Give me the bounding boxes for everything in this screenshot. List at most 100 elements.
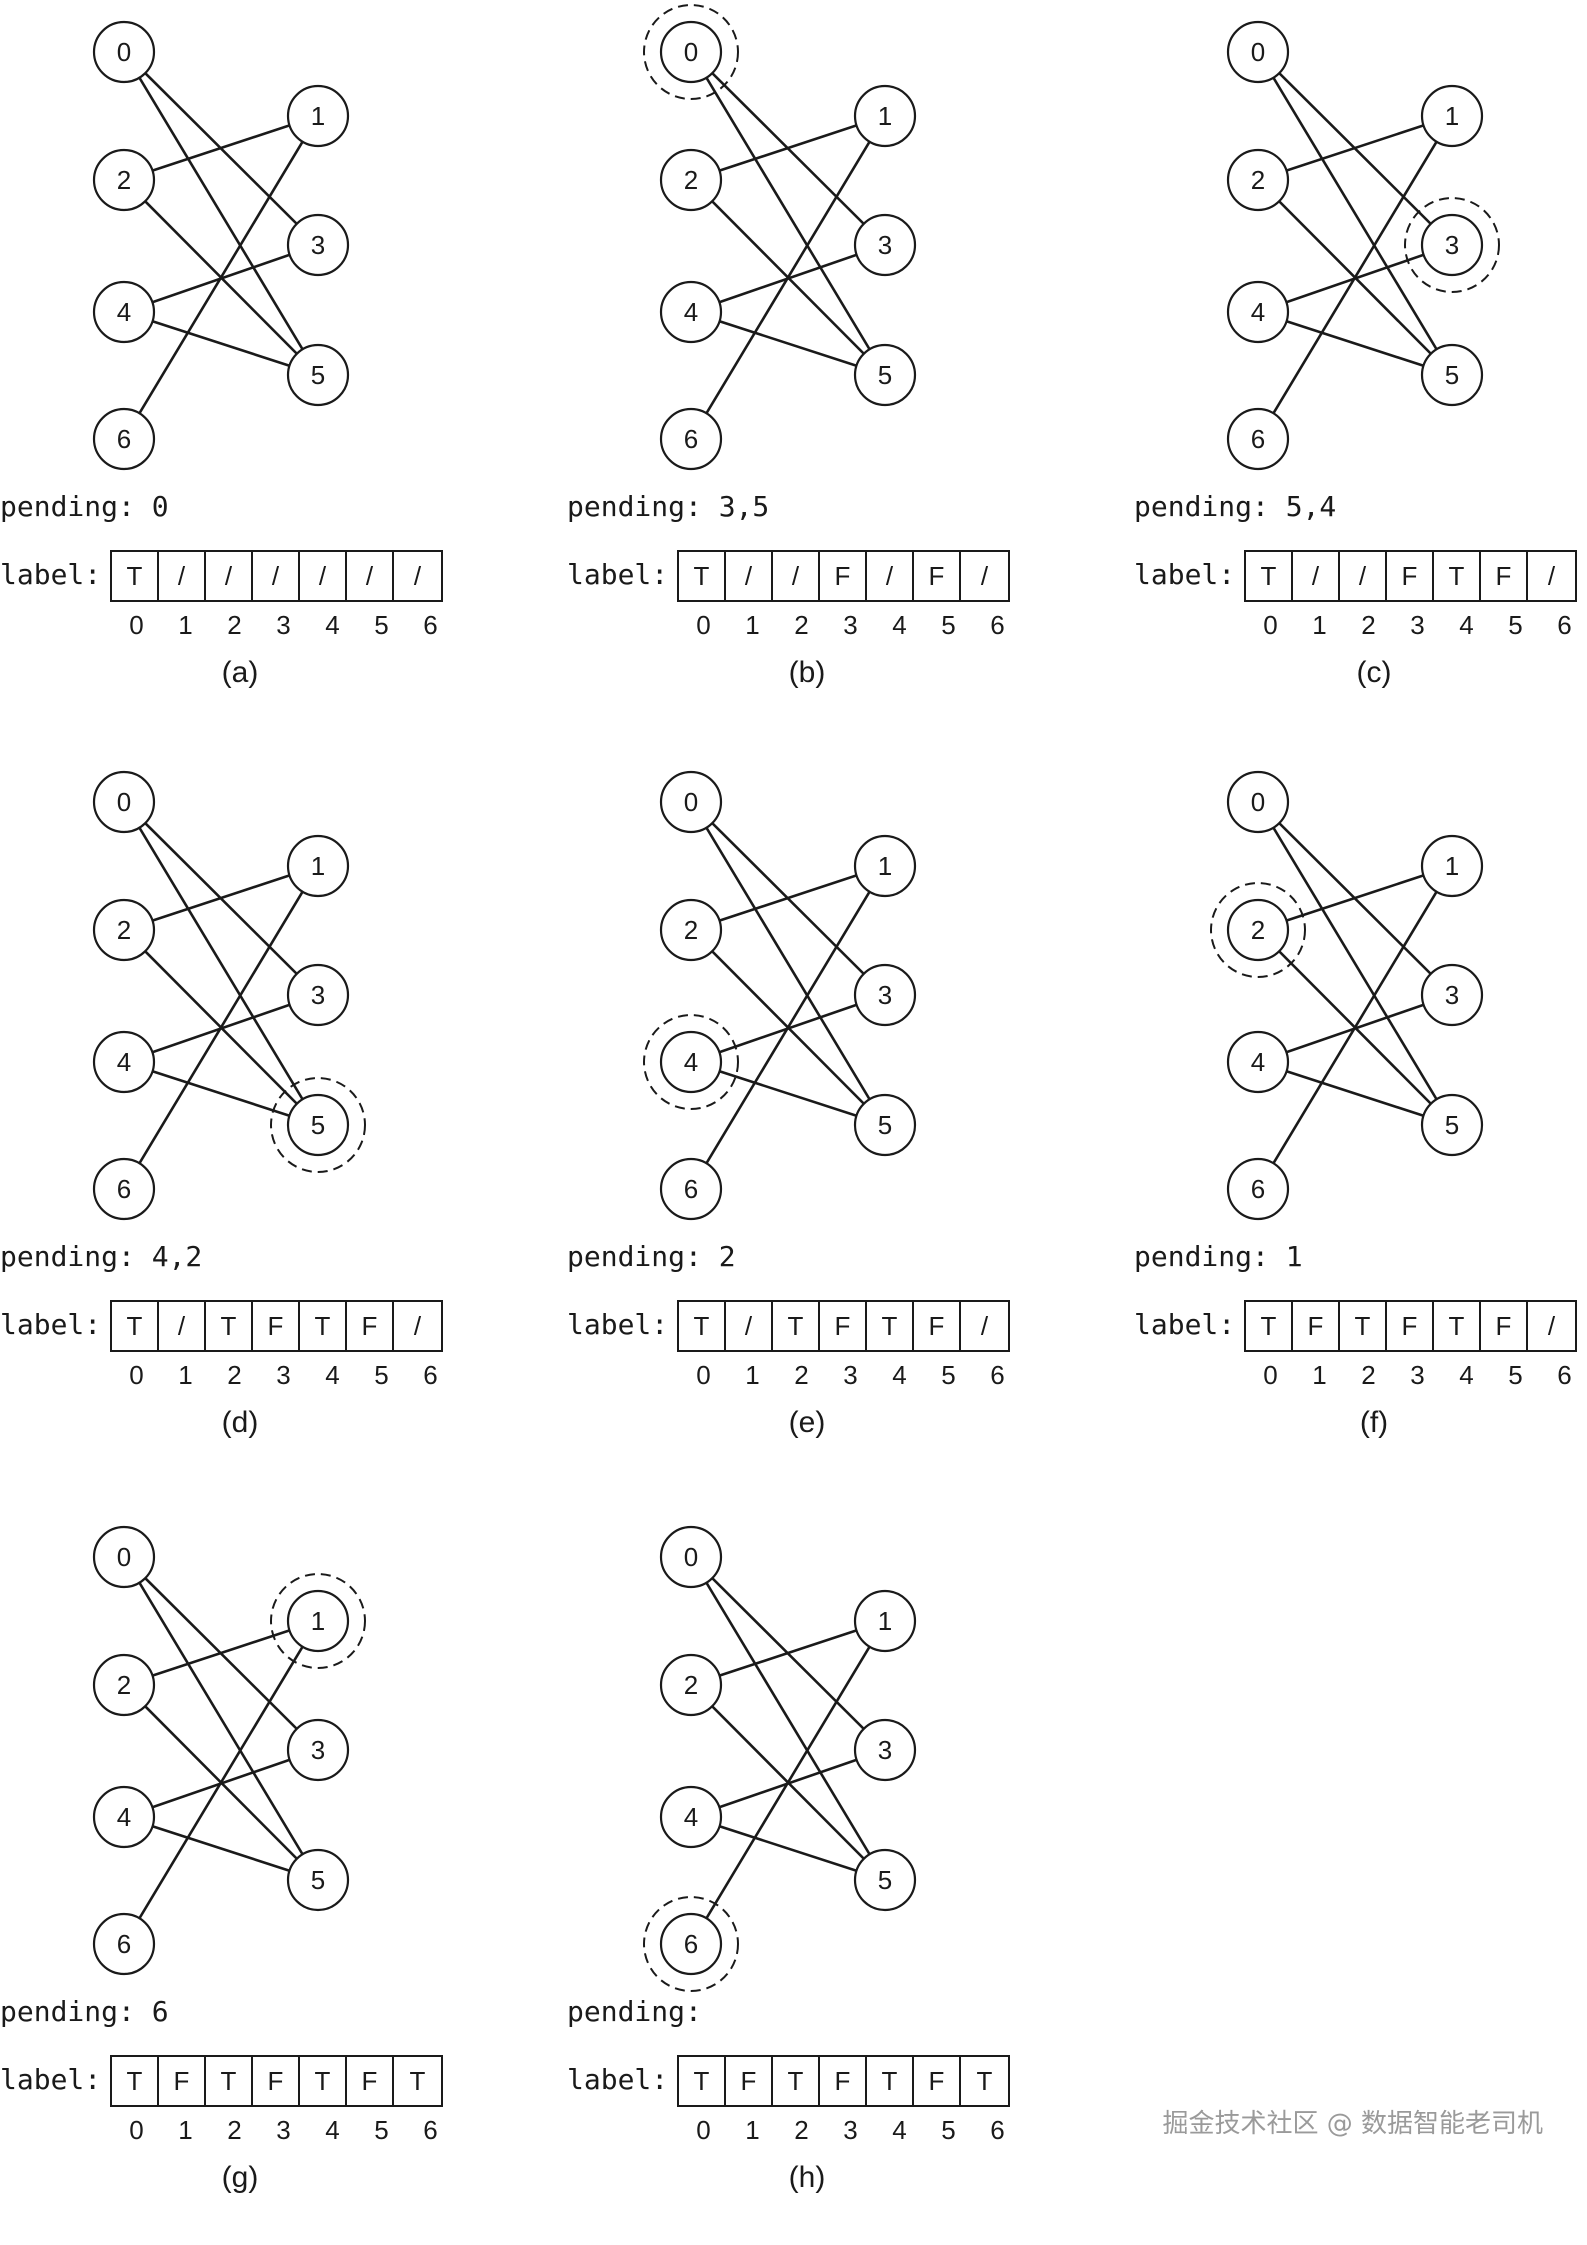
pending-queue: pending: 3,5	[567, 490, 770, 523]
index-label: 0	[696, 1360, 711, 1390]
node-circle	[659, 148, 723, 212]
label-cell-4: T	[300, 2057, 347, 2105]
index-label: 4	[325, 1360, 340, 1390]
index-label: 1	[178, 610, 193, 640]
node-label: 6	[684, 1174, 698, 1204]
index-label: 6	[990, 1360, 1005, 1390]
node-circle	[659, 1912, 723, 1976]
edge-2-1	[123, 114, 319, 182]
index-label: 3	[276, 610, 291, 640]
edge-6-1	[122, 115, 320, 440]
node-label: 3	[311, 1735, 325, 1765]
label-cell-6: /	[1547, 560, 1556, 591]
node-label: 4	[1251, 297, 1265, 327]
index-label: 5	[1508, 1360, 1523, 1390]
panel-caption: (d)	[221, 1406, 259, 1439]
label-cell-3: F	[253, 2057, 300, 2105]
index-label: 3	[276, 2115, 291, 2145]
node-3: 3	[853, 1718, 917, 1782]
node-6: 6	[92, 407, 156, 471]
node-5: 5	[853, 343, 917, 407]
node-3: 3	[286, 213, 350, 277]
pending-queue: pending: 5,4	[1134, 490, 1337, 523]
node-1: 1	[1420, 84, 1484, 148]
edge-2-1	[690, 864, 886, 932]
pending-queue: pending: 1	[1134, 1240, 1303, 1273]
panel-caption: (h)	[788, 2161, 826, 2194]
index-label: 3	[1410, 610, 1425, 640]
node-circle	[659, 1653, 723, 1717]
panel-caption: (f)	[1359, 1406, 1389, 1439]
node-label: 0	[684, 1542, 698, 1572]
edge-2-1	[690, 1619, 886, 1687]
label-cell-4: /	[867, 552, 914, 600]
node-circle	[286, 343, 350, 407]
node-6: 6	[1226, 407, 1290, 471]
index-label: 1	[1312, 610, 1327, 640]
index-label: 5	[1508, 610, 1523, 640]
node-circle	[1420, 834, 1484, 898]
node-circle	[92, 1785, 156, 1849]
label-cell-0: T	[112, 552, 159, 600]
label-cell-2: /	[206, 552, 253, 600]
node-label: 3	[311, 980, 325, 1010]
node-label: 2	[684, 1670, 698, 1700]
index-label: 4	[1459, 610, 1474, 640]
edge-4-5	[123, 1060, 319, 1127]
label-cell-2: T	[1340, 1302, 1387, 1350]
label-cell-1: F	[159, 2057, 206, 2105]
node-circle	[286, 1718, 350, 1782]
node-label: 2	[684, 915, 698, 945]
node-circle	[286, 1848, 350, 1912]
node-circle	[286, 1589, 350, 1653]
label-cell-5: F	[347, 1302, 394, 1350]
node-circle	[1226, 148, 1290, 212]
node-label: 3	[311, 230, 325, 260]
node-3: 3	[1404, 197, 1500, 293]
node-0: 0	[659, 1525, 723, 1589]
node-label: 3	[878, 230, 892, 260]
node-circle	[1226, 1157, 1290, 1221]
index-label: 2	[227, 2115, 242, 2145]
node-6: 6	[659, 407, 723, 471]
index-label: 0	[696, 610, 711, 640]
label-cell-3: F	[820, 2057, 867, 2105]
node-6: 6	[1226, 1157, 1290, 1221]
node-4: 4	[92, 1785, 156, 1849]
node-2: 2	[659, 898, 723, 962]
node-label: 6	[117, 1929, 131, 1959]
node-circle	[659, 898, 723, 962]
index-label: 4	[325, 610, 340, 640]
current-node-highlight	[1210, 882, 1306, 978]
label-cell-1: /	[159, 552, 206, 600]
node-circle	[659, 1785, 723, 1849]
index-label: 6	[423, 610, 438, 640]
node-label: 6	[117, 1174, 131, 1204]
node-label: 1	[1445, 101, 1459, 131]
label-cell-6: T	[976, 2065, 993, 2096]
label-cell-2: T	[773, 2057, 820, 2105]
edge-4-5	[1257, 310, 1453, 377]
panel-caption: (e)	[788, 1406, 826, 1439]
panel-caption: (g)	[221, 2161, 259, 2194]
label-cell-2: /	[1340, 552, 1387, 600]
node-circle	[1226, 770, 1290, 834]
label-cell-1: F	[726, 2057, 773, 2105]
label-cell-0: T	[112, 1302, 159, 1350]
node-circle	[853, 1589, 917, 1653]
node-circle	[853, 1848, 917, 1912]
node-circle	[853, 1093, 917, 1157]
index-label: 1	[178, 2115, 193, 2145]
node-0: 0	[643, 4, 739, 100]
node-label: 1	[311, 851, 325, 881]
node-0: 0	[1226, 20, 1290, 84]
